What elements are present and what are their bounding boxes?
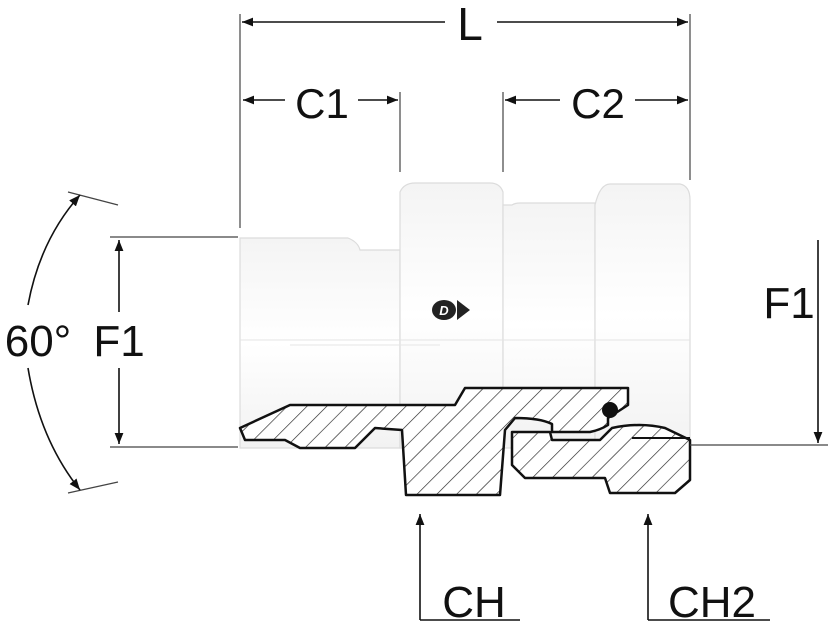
label-l: L (457, 0, 483, 50)
fitting-body (239, 182, 691, 449)
label-f1-left: F1 (93, 317, 144, 366)
label-angle: 60° (5, 317, 72, 366)
hex-ch2 (594, 183, 691, 449)
cross-section (238, 386, 692, 497)
extension-lines (67, 14, 828, 494)
dunlop-logo-icon: D (432, 300, 470, 320)
o-ring (602, 402, 618, 418)
dim-angle-arc-top (27, 194, 81, 306)
nut-section (510, 423, 692, 495)
label-ch2: CH2 (668, 578, 756, 627)
body-section (238, 386, 630, 497)
dimension-labels: L C1 C2 60° F1 F1 CH CH2 (5, 0, 815, 627)
label-c2: C2 (571, 80, 625, 127)
svg-text:D: D (439, 303, 449, 318)
label-ch: CH (442, 578, 506, 627)
dim-angle-arc-bottom (27, 367, 81, 491)
label-f1-right: F1 (763, 279, 814, 328)
dimension-lines (27, 17, 823, 621)
label-c1: C1 (295, 80, 349, 127)
